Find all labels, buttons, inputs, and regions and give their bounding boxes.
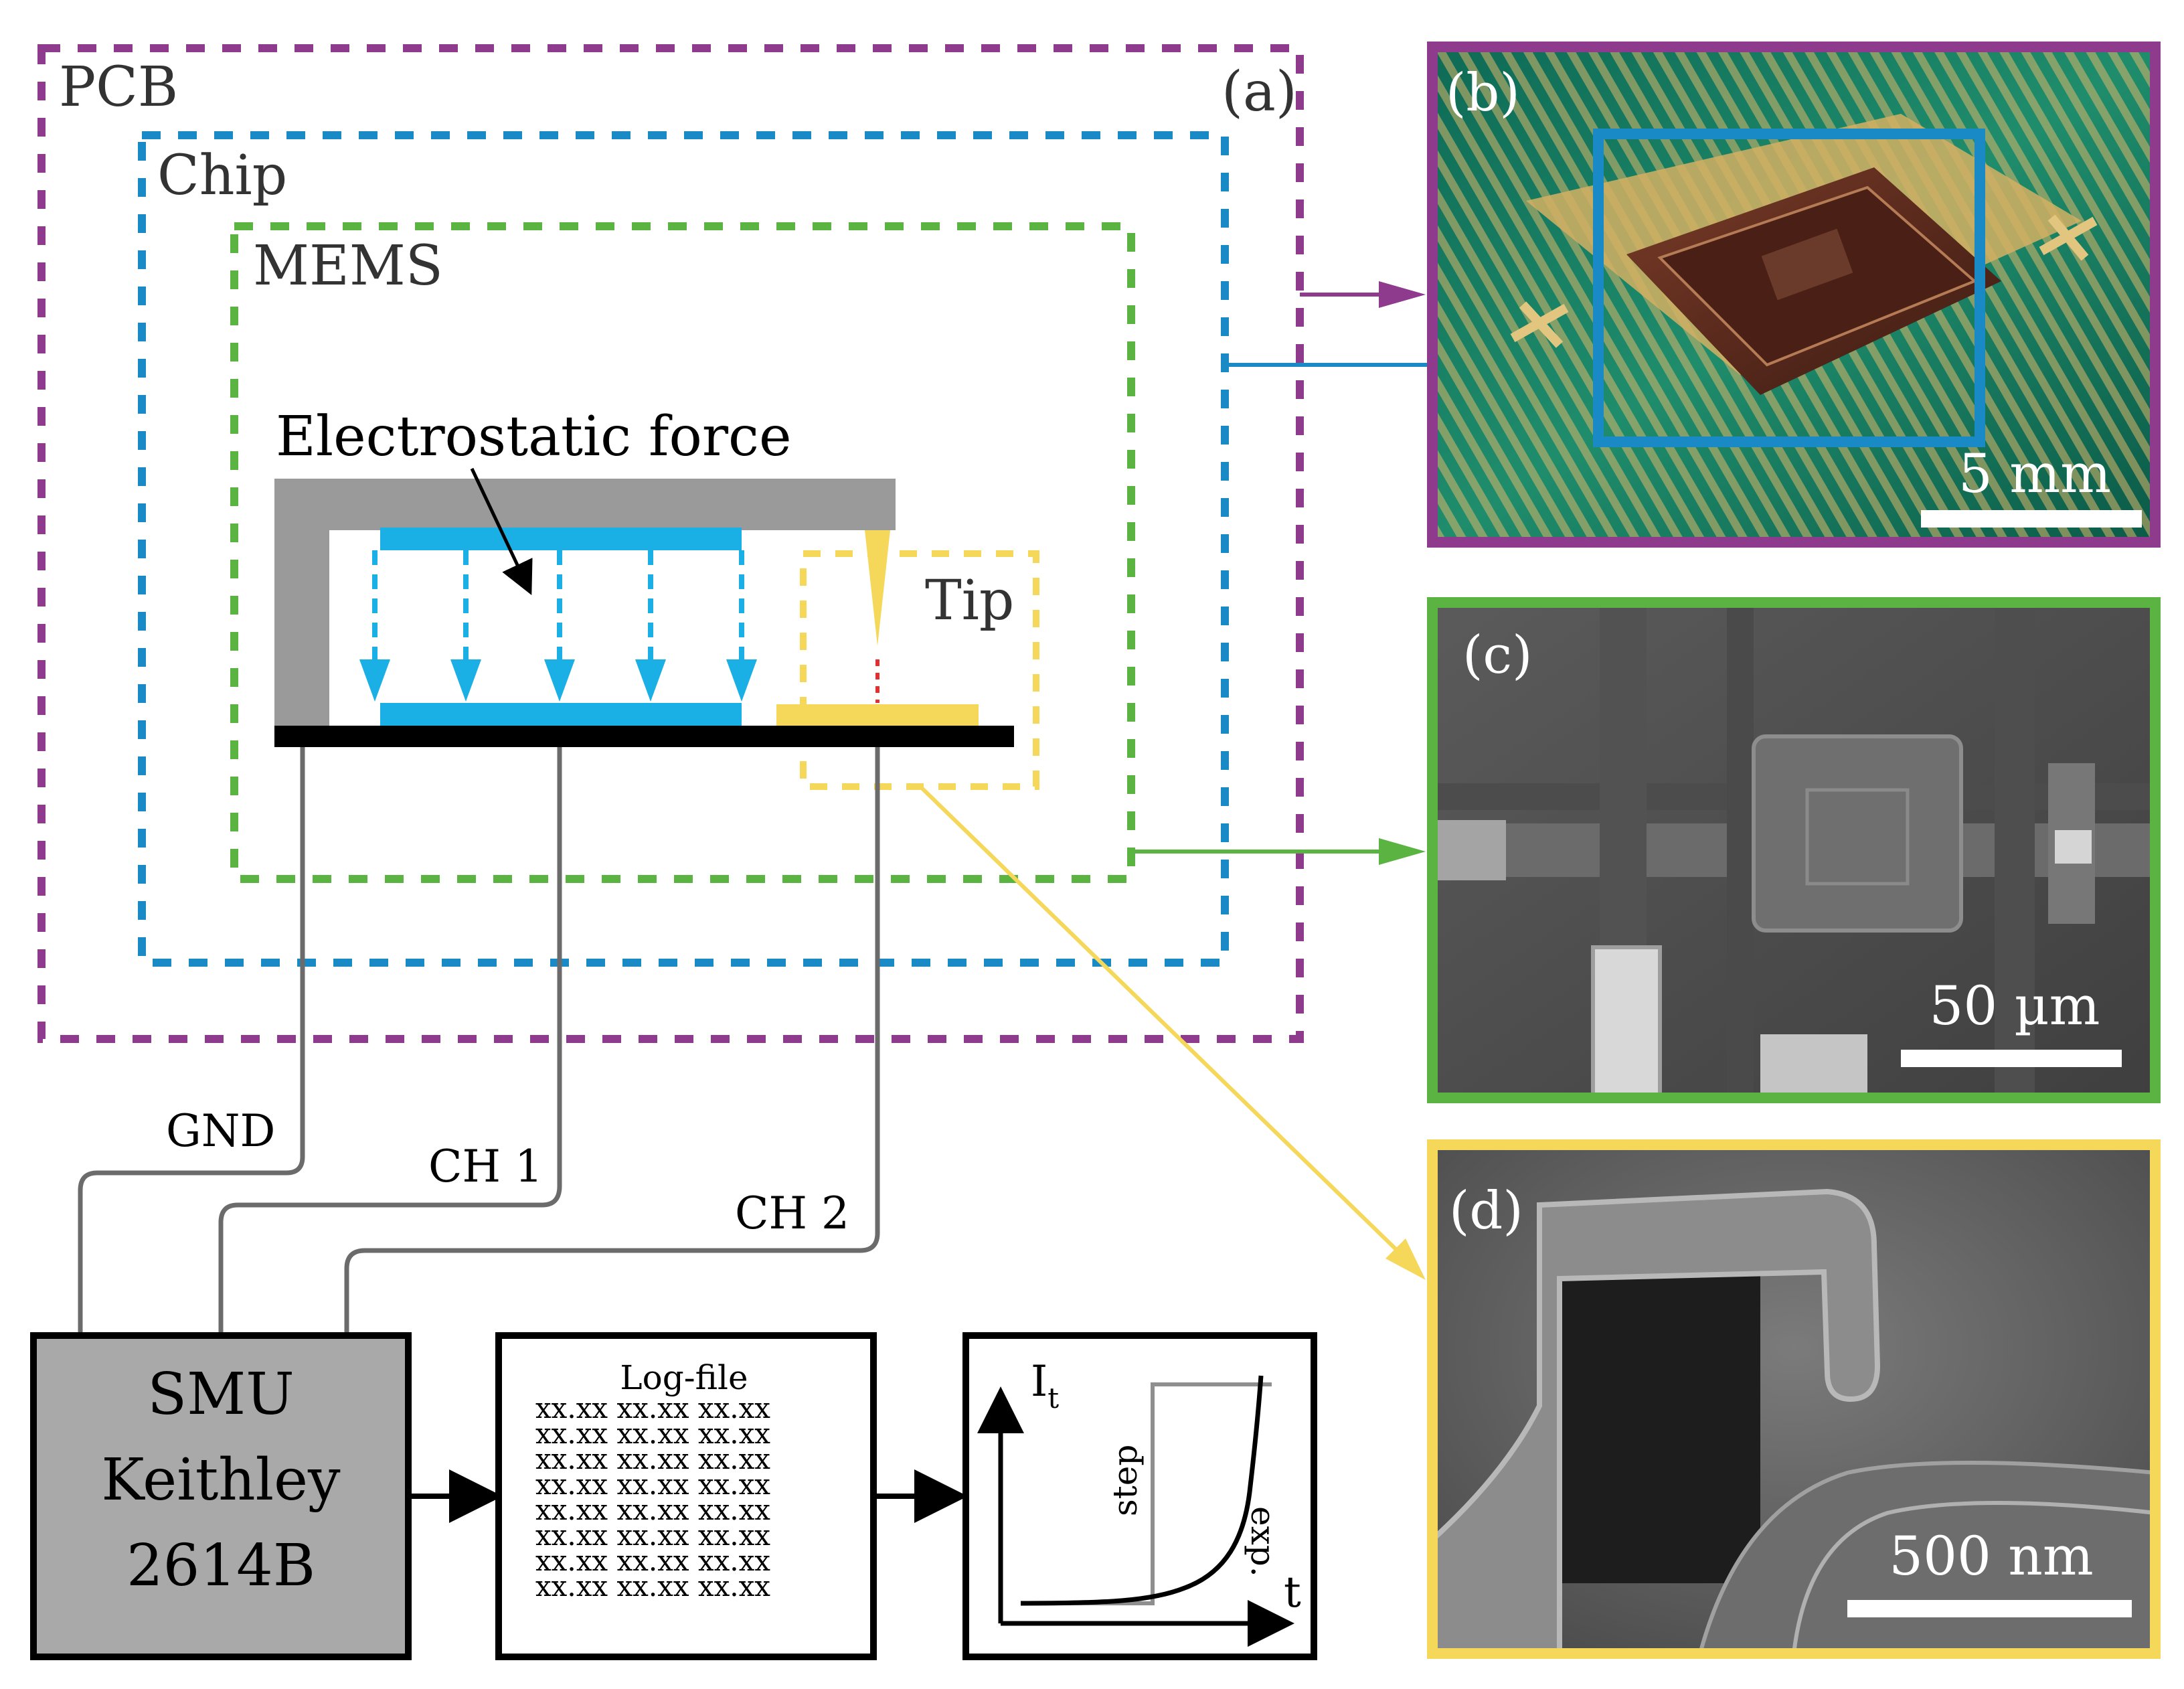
panel-b-scalebar [1921, 510, 2142, 528]
panel-d-scalebar [1847, 1600, 2132, 1617]
exp-label: exp. [1244, 1506, 1282, 1577]
alignment-crosses [1510, 214, 2098, 348]
step-label: step [1106, 1445, 1145, 1516]
logfile-row: xx.xx xx.xx xx.xx [535, 1443, 770, 1475]
mems-connector-head [1379, 838, 1426, 865]
panel-d: (d) 500 nm [1427, 1139, 2161, 1659]
substrate [274, 726, 1014, 747]
logfile-row: xx.xx xx.xx xx.xx [535, 1519, 770, 1552]
plot-xlabel: t [1284, 1568, 1301, 1617]
chip-boundary [138, 131, 1229, 967]
panel-d-scale-label: 500 nm [1889, 1525, 2094, 1587]
plot-ylabel: It [1031, 1357, 1059, 1415]
wires [78, 747, 880, 1336]
sem-plate [1752, 734, 1963, 933]
panel-b-label: (b) [1446, 63, 1520, 123]
tip-cone [865, 530, 890, 646]
plot-axes [977, 1386, 1294, 1647]
tip-sample [776, 704, 979, 726]
tip-boundary [800, 550, 1039, 790]
panel-b-scale-label: 5 mm [1958, 443, 2111, 505]
pcb-connector-head [1379, 281, 1426, 308]
panel-b: (b) 5 mm [1427, 42, 2161, 548]
mems-label: MEMS [253, 234, 443, 298]
panel-c-label: (c) [1462, 625, 1533, 686]
logfile-row: xx.xx xx.xx xx.xx [535, 1392, 770, 1425]
smu-line1: SMU [147, 1361, 294, 1428]
panel-a-label: (a) [1222, 60, 1297, 124]
panel-c-frame [1427, 597, 2161, 1103]
panel-c-scale-label: 50 µm [1929, 975, 2100, 1037]
smu-box [30, 1332, 412, 1660]
ch2-label: CH 2 [735, 1188, 849, 1239]
pcb-label: PCB [59, 56, 178, 119]
panel-c: (c) 50 µm [1427, 597, 2161, 1103]
logfile-row: xx.xx xx.xx xx.xx [535, 1468, 770, 1501]
logfile-row: xx.xx xx.xx xx.xx [535, 1494, 770, 1526]
tip-connector-arrow [918, 785, 1411, 1264]
tip-hook-structure [1430, 1188, 1881, 1656]
force-arrowheads [359, 659, 757, 702]
logfile-row: xx.xx xx.xx xx.xx [535, 1544, 770, 1577]
chip-label: Chip [157, 144, 287, 208]
force-label: Electrostatic force [276, 405, 792, 469]
smu-line2: Keithley [101, 1447, 341, 1514]
force-arrows [372, 550, 744, 663]
logfile-row: xx.xx xx.xx xx.xx [535, 1417, 770, 1450]
tip-label: Tip [925, 569, 1014, 633]
panel-b-frame [1427, 42, 2161, 548]
ch1-label: CH 1 [428, 1141, 543, 1192]
mems-boundary [230, 222, 1135, 883]
smu-line3: 2614B [127, 1532, 315, 1599]
top-electrode [380, 528, 742, 550]
panel-a: PCB (a) Chip MEMS Electrostatic force [30, 44, 1580, 1660]
pcb-boundary [37, 44, 1304, 1043]
exp-curve [1020, 1375, 1264, 1606]
chip-highlight-box [1593, 129, 1985, 447]
bottom-electrode [380, 703, 742, 726]
panel-d-label: (d) [1449, 1181, 1523, 1241]
logfile-row: xx.xx xx.xx xx.xx [535, 1570, 770, 1603]
gnd-label: GND [166, 1105, 275, 1157]
logfile-title: Log-file [620, 1358, 748, 1397]
tip-connector-head [1385, 1238, 1426, 1280]
panel-d-frame [1427, 1139, 2161, 1659]
panel-c-scalebar [1901, 1050, 2122, 1067]
force-pointer-arrow [470, 467, 533, 596]
